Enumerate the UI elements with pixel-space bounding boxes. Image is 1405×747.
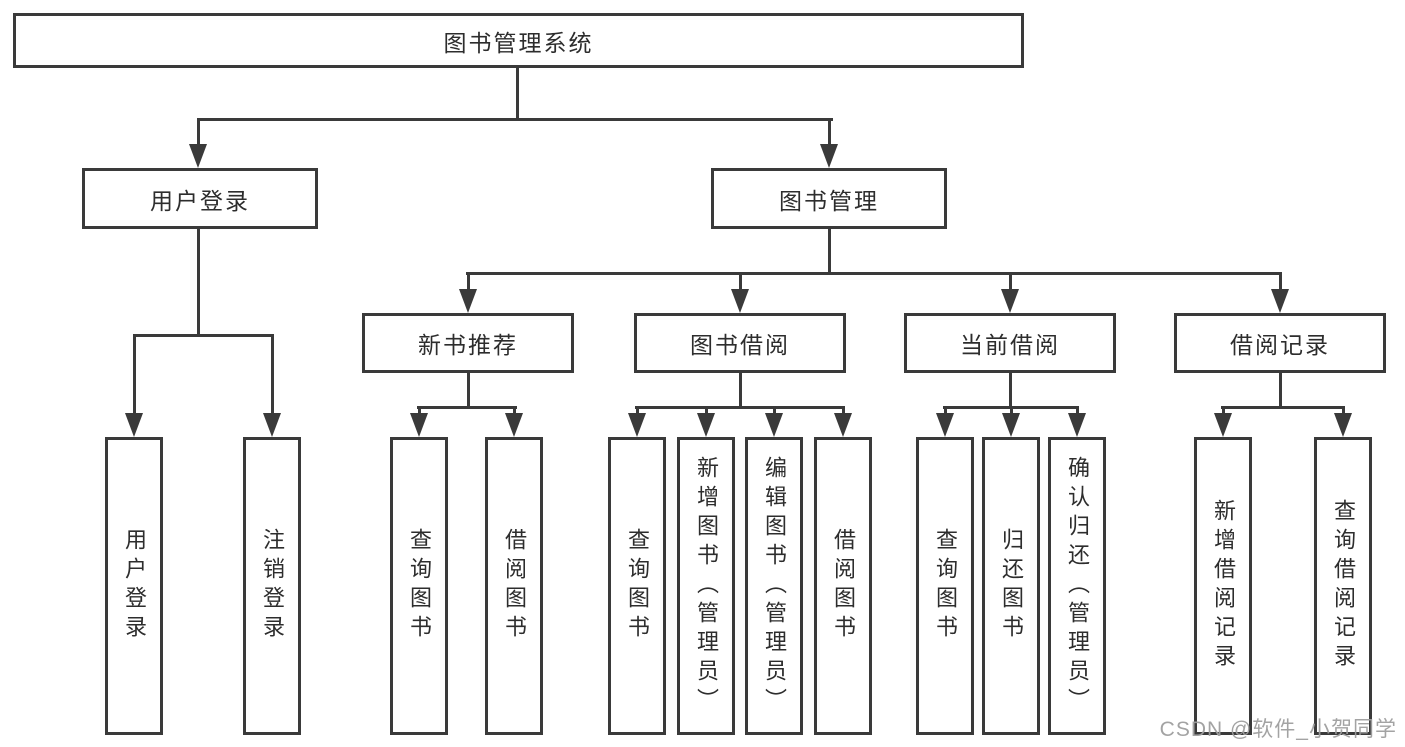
leaf-bb-query-book-label: 查询图书 bbox=[625, 528, 650, 644]
node-book-management: 图书管理 bbox=[711, 168, 947, 229]
arrowhead-borrow-records bbox=[1271, 289, 1289, 313]
leaf-bb-query-book: 查询图书 bbox=[608, 437, 666, 735]
connector-drop-bb-borrow bbox=[842, 406, 845, 416]
connector-root-stub bbox=[516, 68, 519, 121]
arrowhead-br-add bbox=[1214, 413, 1232, 437]
arrowhead-br-query bbox=[1334, 413, 1352, 437]
leaf-logout-label: 注销登录 bbox=[260, 528, 285, 644]
node-new-book-recommend-label: 新书推荐 bbox=[418, 332, 518, 358]
leaf-nb-query-book: 查询图书 bbox=[390, 437, 448, 735]
connector-drop-nb-query bbox=[418, 406, 421, 416]
connector-borrow-records-horizontal bbox=[1221, 406, 1345, 409]
arrowhead-cb-query bbox=[936, 413, 954, 437]
leaf-nb-borrow-book: 借阅图书 bbox=[485, 437, 543, 735]
arrowhead-user-login bbox=[189, 144, 207, 168]
csdn-watermark: CSDN @软件_小贺同学 bbox=[1159, 718, 1397, 741]
leaf-cb-query-book: 查询图书 bbox=[916, 437, 974, 735]
node-root-label: 图书管理系统 bbox=[443, 29, 594, 56]
node-current-borrow: 当前借阅 bbox=[904, 313, 1116, 373]
leaf-logout: 注销登录 bbox=[243, 437, 301, 735]
connector-book-borrow-stub bbox=[739, 373, 742, 406]
leaf-bb-edit-book-admin: 编辑图书（管理员） bbox=[745, 437, 803, 735]
arrowhead-current-borrow bbox=[1001, 289, 1019, 313]
node-current-borrow-label: 当前借阅 bbox=[960, 332, 1060, 358]
leaf-cb-confirm-return-admin: 确认归还（管理员） bbox=[1048, 437, 1106, 735]
arrowhead-leaf-user-login bbox=[125, 413, 143, 437]
leaf-br-query-record-label: 查询借阅记录 bbox=[1331, 499, 1356, 673]
connector-drop-new-book bbox=[467, 272, 470, 292]
connector-new-book-stub bbox=[467, 373, 470, 406]
node-new-book-recommend: 新书推荐 bbox=[362, 313, 574, 373]
connector-drop-book-mgmt bbox=[828, 118, 831, 148]
leaf-bb-add-book-admin-label: 新增图书（管理员） bbox=[694, 455, 719, 717]
connector-drop-borrow-records bbox=[1279, 272, 1282, 292]
leaf-cb-query-book-label: 查询图书 bbox=[933, 528, 958, 644]
arrowhead-bb-add bbox=[697, 413, 715, 437]
connector-user-login-horizontal bbox=[133, 334, 274, 337]
arrowhead-nb-borrow bbox=[505, 413, 523, 437]
connector-drop-nb-borrow bbox=[513, 406, 516, 416]
connector-drop-bb-add bbox=[705, 406, 708, 416]
leaf-nb-query-book-label: 查询图书 bbox=[407, 528, 432, 644]
leaf-cb-return-book-label: 归还图书 bbox=[999, 528, 1024, 644]
leaf-br-add-record-label: 新增借阅记录 bbox=[1211, 499, 1236, 673]
connector-new-book-horizontal bbox=[417, 406, 517, 409]
leaf-user-login: 用户登录 bbox=[105, 437, 163, 735]
connector-drop-br-add bbox=[1222, 406, 1225, 416]
leaf-bb-add-book-admin: 新增图书（管理员） bbox=[677, 437, 735, 735]
arrowhead-bb-edit bbox=[765, 413, 783, 437]
connector-drop-br-query bbox=[1342, 406, 1345, 416]
connector-book-mgmt-stub bbox=[828, 229, 831, 274]
connector-drop-leaf-logout bbox=[271, 334, 274, 415]
node-book-borrow-label: 图书借阅 bbox=[690, 332, 790, 358]
leaf-br-add-record: 新增借阅记录 bbox=[1194, 437, 1252, 735]
leaf-cb-confirm-return-admin-label: 确认归还（管理员） bbox=[1065, 455, 1090, 717]
arrowhead-book-mgmt bbox=[820, 144, 838, 168]
leaf-nb-borrow-book-label: 借阅图书 bbox=[502, 528, 527, 644]
arrowhead-bb-query bbox=[628, 413, 646, 437]
connector-drop-user-login bbox=[197, 118, 200, 148]
arrowhead-cb-return bbox=[1002, 413, 1020, 437]
connector-drop-book-borrow bbox=[739, 272, 742, 292]
connector-drop-cb-confirm bbox=[1076, 406, 1079, 416]
connector-drop-bb-query bbox=[636, 406, 639, 416]
connector-level3-horizontal bbox=[466, 272, 1282, 275]
arrowhead-cb-confirm bbox=[1068, 413, 1086, 437]
arrowhead-leaf-logout bbox=[263, 413, 281, 437]
arrowhead-bb-borrow bbox=[834, 413, 852, 437]
connector-user-login-stub bbox=[197, 229, 200, 336]
node-borrow-records-label: 借阅记录 bbox=[1230, 332, 1330, 358]
connector-drop-cb-return bbox=[1010, 406, 1013, 416]
node-borrow-records: 借阅记录 bbox=[1174, 313, 1386, 373]
arrowhead-nb-query bbox=[410, 413, 428, 437]
leaf-bb-borrow-book: 借阅图书 bbox=[814, 437, 872, 735]
connector-level1-horizontal bbox=[197, 118, 833, 121]
leaf-cb-return-book: 归还图书 bbox=[982, 437, 1040, 735]
arrowhead-new-book bbox=[459, 289, 477, 313]
connector-drop-bb-edit bbox=[773, 406, 776, 416]
leaf-user-login-label: 用户登录 bbox=[122, 528, 147, 644]
connector-drop-cb-query bbox=[944, 406, 947, 416]
connector-borrow-records-stub bbox=[1279, 373, 1282, 406]
leaf-bb-borrow-book-label: 借阅图书 bbox=[831, 528, 856, 644]
connector-book-borrow-horizontal bbox=[635, 406, 845, 409]
leaf-br-query-record: 查询借阅记录 bbox=[1314, 437, 1372, 735]
node-book-management-label: 图书管理 bbox=[779, 187, 879, 214]
node-root: 图书管理系统 bbox=[13, 13, 1024, 68]
connector-current-borrow-stub bbox=[1009, 373, 1012, 406]
connector-drop-current-borrow bbox=[1009, 272, 1012, 292]
node-book-borrow: 图书借阅 bbox=[634, 313, 846, 373]
connector-drop-leaf-user-login bbox=[133, 334, 136, 415]
leaf-bb-edit-book-admin-label: 编辑图书（管理员） bbox=[762, 455, 787, 717]
node-user-login: 用户登录 bbox=[82, 168, 318, 229]
arrowhead-book-borrow bbox=[731, 289, 749, 313]
node-user-login-label: 用户登录 bbox=[150, 187, 250, 214]
